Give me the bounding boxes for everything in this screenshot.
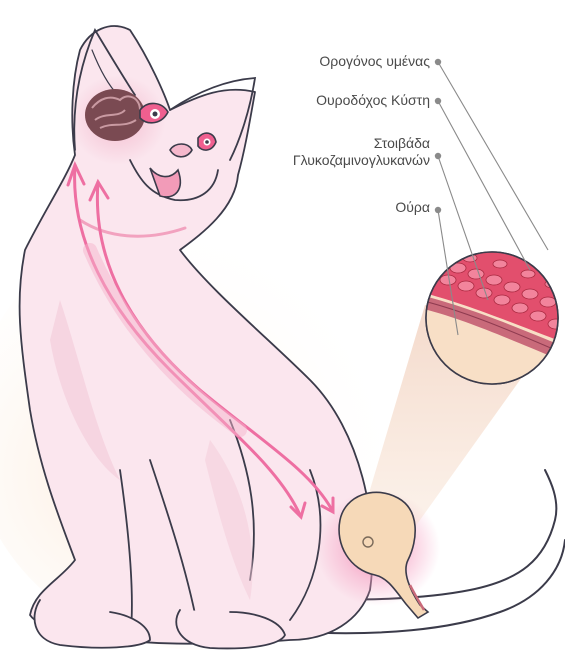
label-urine: Ούρα bbox=[250, 199, 430, 216]
brain-icon bbox=[85, 89, 145, 141]
label-serosa: Ορογόνος υμένας bbox=[250, 53, 430, 70]
label-gag-line1: Στοιβάδα bbox=[230, 135, 430, 152]
label-gag-layer: Στοιβάδα Γλυκοζαμινογλυκανών bbox=[230, 135, 430, 169]
label-dots bbox=[435, 59, 441, 213]
label-bladder: Ουροδόχος Κύστη bbox=[250, 92, 430, 109]
label-gag-line2: Γλυκοζαμινογλυκανών bbox=[230, 152, 430, 169]
